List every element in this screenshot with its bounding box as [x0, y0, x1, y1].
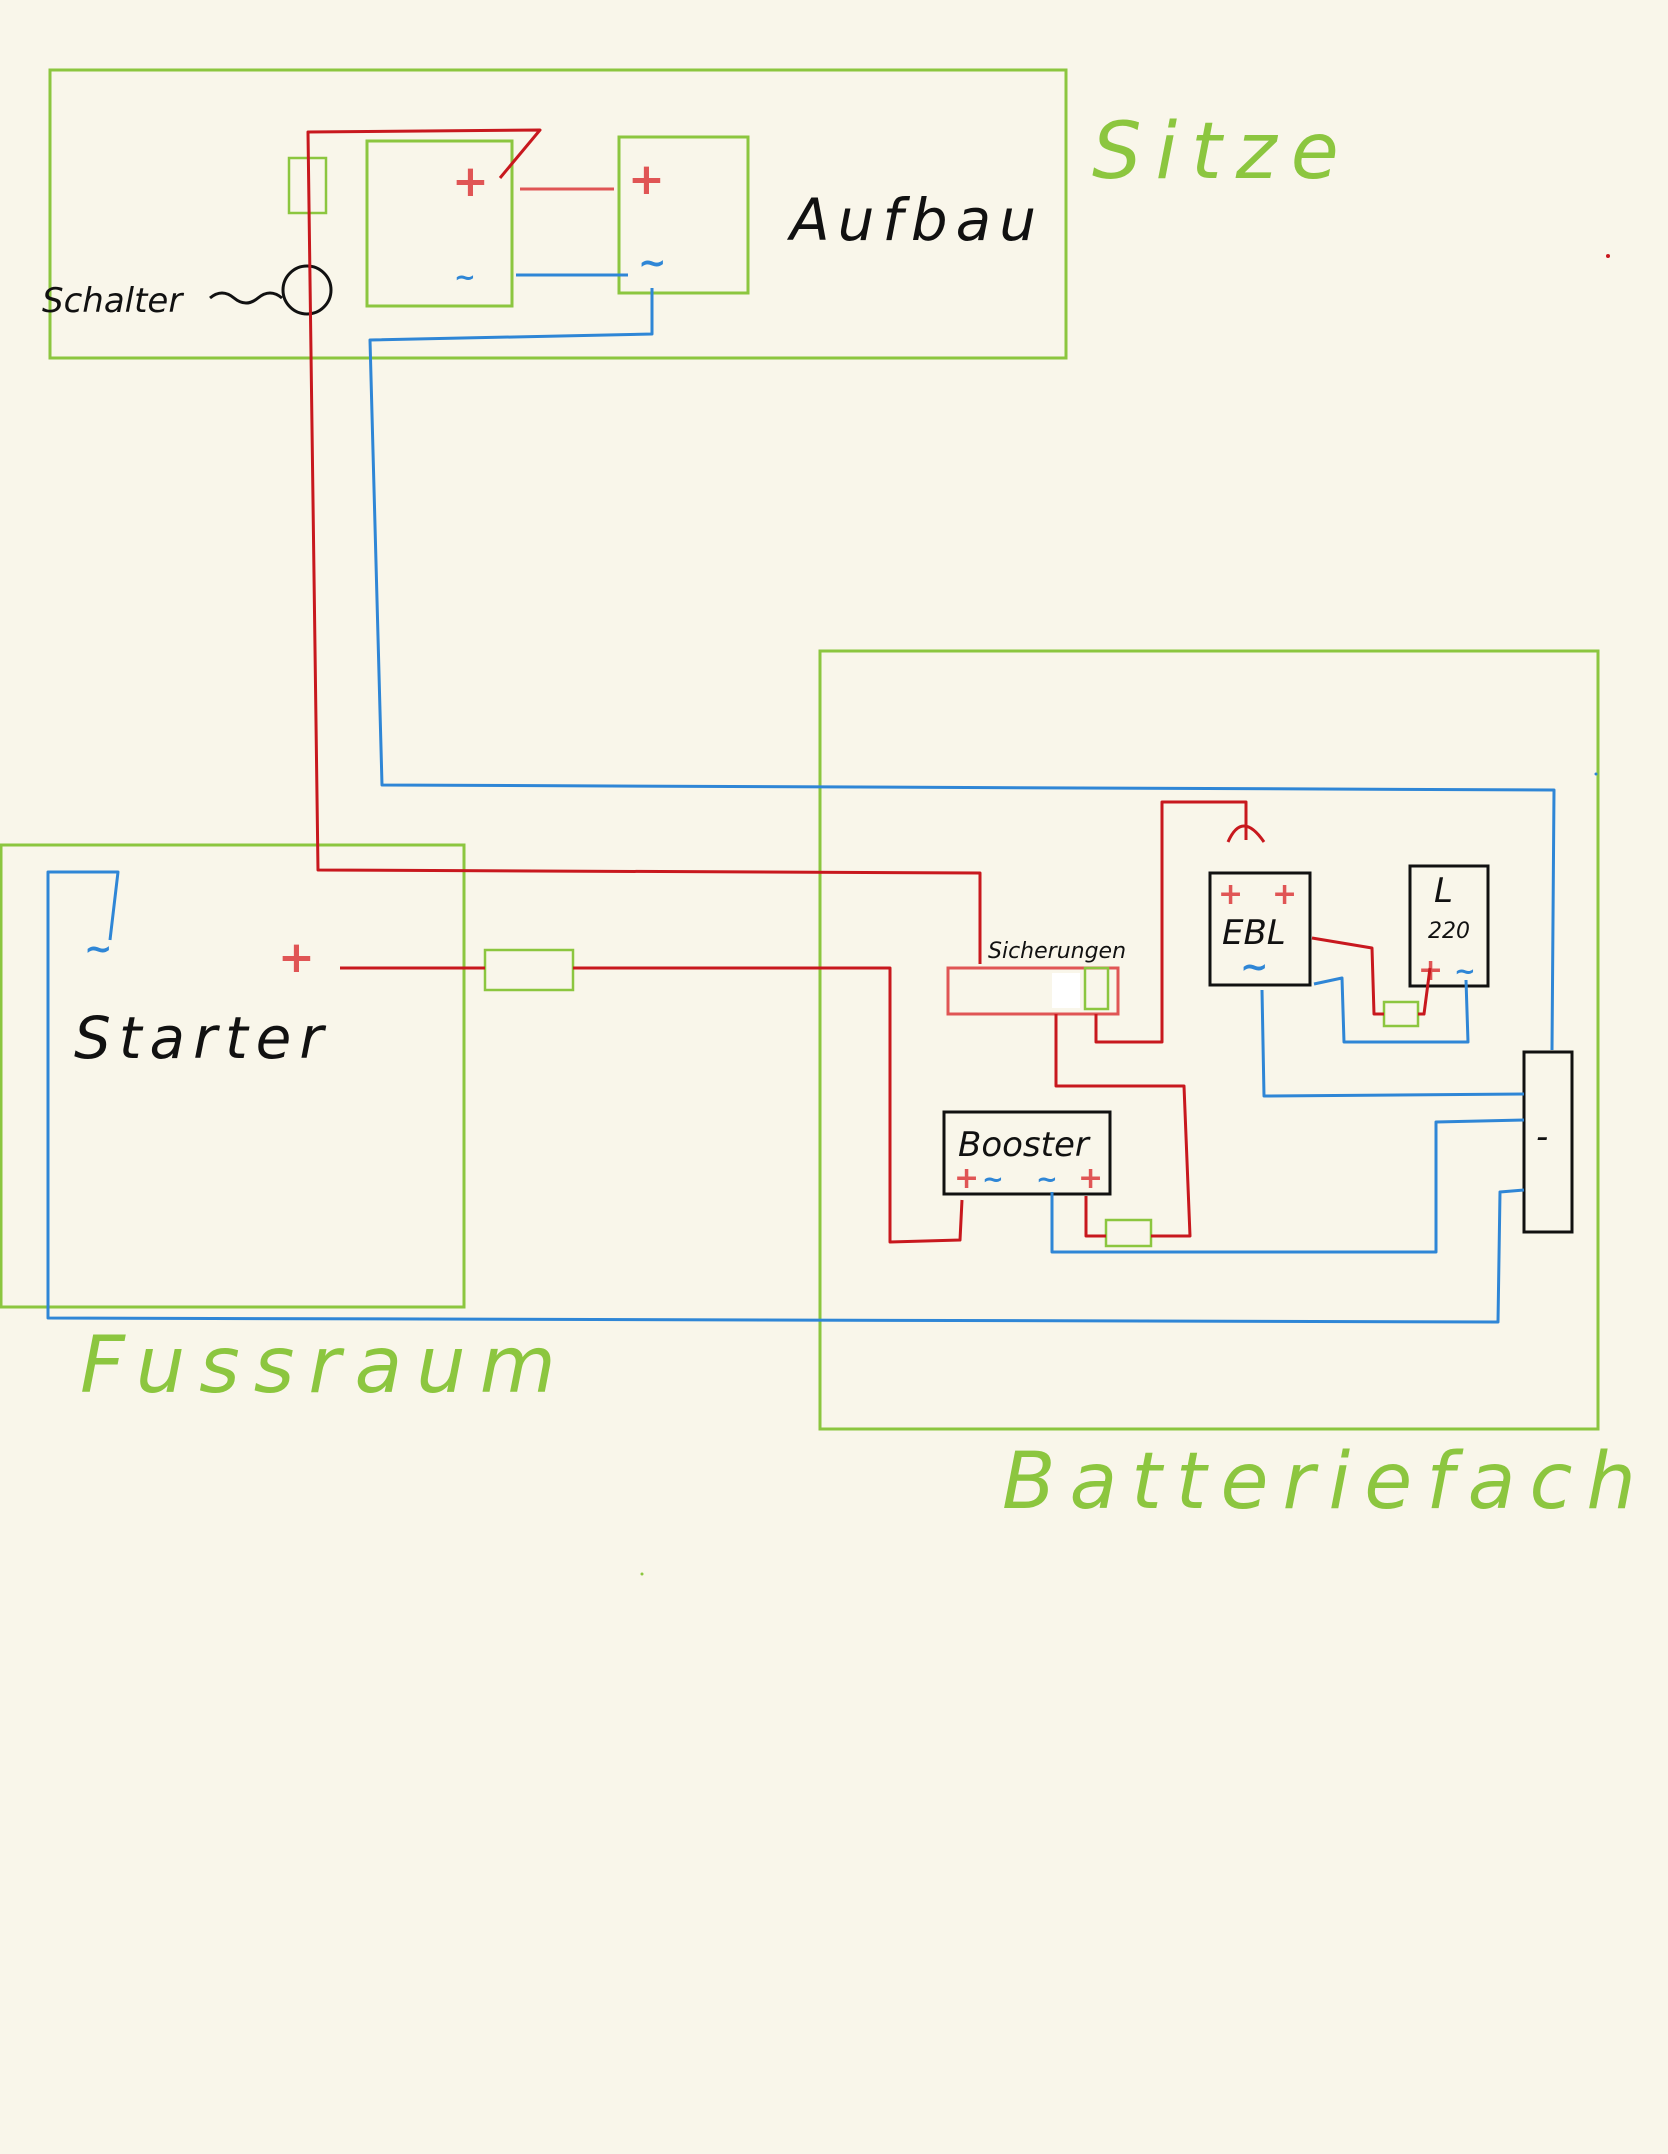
- fuse-starter: [483, 948, 575, 992]
- wire-main-positive: [306, 128, 982, 964]
- label-starter: Starter: [74, 1004, 331, 1072]
- wire-l220-negative: [1313, 976, 1470, 1044]
- wire-starter-positive: [340, 966, 964, 1244]
- schalter-lead: [209, 291, 283, 305]
- label-negative-bus: -: [1536, 1117, 1548, 1157]
- component-booster: [942, 1110, 1112, 1196]
- terminal-minus-booster-2: ~: [1036, 1165, 1058, 1195]
- terminal-minus-ebl: ~: [1240, 947, 1269, 987]
- terminal-plus-booster-2: +: [1078, 1161, 1103, 1196]
- fuse-block-slot: [1052, 973, 1080, 1008]
- stray-dot-red: [1606, 254, 1610, 258]
- label-l: L: [1434, 871, 1453, 911]
- stray-dot-green: [640, 1572, 644, 1576]
- label-l-number: 220: [1428, 919, 1470, 944]
- terminal-minus-booster-1: ~: [982, 1165, 1004, 1195]
- label-schalter: Schalter: [42, 281, 184, 321]
- zone-sitze: [48, 68, 1068, 360]
- component-l220: [1408, 864, 1490, 988]
- wire-ebl-negative: [1260, 989, 1525, 1098]
- zone-fussraum: [0, 843, 466, 1309]
- terminal-minus-left: ~: [454, 263, 476, 293]
- terminal-plus-right: +: [628, 154, 665, 205]
- fuse-booster: [1104, 1218, 1153, 1248]
- wire-fuse-to-booster: [1054, 1014, 1192, 1238]
- label-sicherungen: Sicherungen: [988, 939, 1126, 964]
- terminal-minus-right: ~: [638, 243, 667, 283]
- wire-ebl-to-l220: [1311, 936, 1432, 1016]
- ebl-top-arc: [1226, 824, 1266, 843]
- stray-dot-blue: [1594, 772, 1598, 776]
- zone-label-sitze: Sitze: [1092, 107, 1353, 197]
- zone-batteriefach: [818, 649, 1600, 1431]
- terminal-minus-l220: ~: [1454, 957, 1476, 987]
- component-negative-bus: [1522, 1050, 1574, 1234]
- terminal-plus-ebl-1: +: [1218, 877, 1243, 912]
- fuse-block-sicherungen: [946, 966, 1120, 1016]
- wire-starter-negative: [46, 870, 1525, 1324]
- label-aufbau: Aufbau: [786, 186, 1044, 254]
- terminal-plus-booster-1: +: [954, 1161, 979, 1196]
- label-booster: Booster: [958, 1125, 1091, 1165]
- fuse-l220: [1382, 1000, 1420, 1028]
- battery-left: [365, 139, 514, 308]
- terminal-plus-left: +: [452, 156, 489, 207]
- terminal-plus-ebl-2: +: [1272, 877, 1297, 912]
- label-ebl: EBL: [1222, 913, 1286, 953]
- battery-right: [617, 135, 750, 295]
- zone-label-fussraum: Fussraum: [80, 1321, 570, 1411]
- wire-fuse-to-ebl: [1094, 800, 1248, 1044]
- fuse-block-green-fuse: [1083, 966, 1110, 1011]
- terminal-plus-starter: +: [278, 932, 315, 983]
- wire-aufbau-negative: [368, 288, 1556, 1051]
- schalter-icon: [281, 264, 333, 316]
- terminal-minus-starter: ~: [84, 929, 113, 969]
- component-ebl: [1208, 871, 1312, 987]
- wire-booster-negative: [1050, 1118, 1525, 1254]
- zone-label-batteriefach: Batteriefach: [1002, 1437, 1650, 1527]
